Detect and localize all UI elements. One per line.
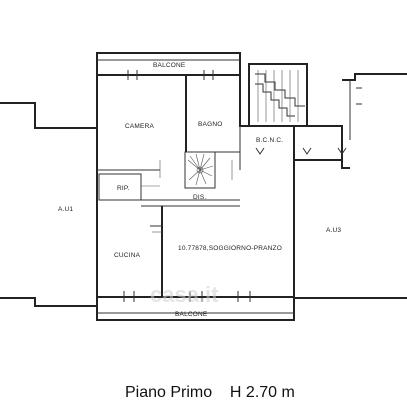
label-au3: A.U3 [326,227,341,234]
label-au1: A.U1 [58,206,73,213]
label-camera: CAMERA [125,123,154,130]
label-soggiorno: 10.77878,SOGGIORNO-PRANZO [178,245,282,252]
top-windows [127,70,214,80]
watermark-logo: casa.it [150,282,219,307]
plan-caption: Piano Primo H 2.70 m [125,384,295,401]
ripostiglio [98,173,142,201]
disimpegno-walls [141,185,240,207]
unit-au1 [0,102,97,307]
label-balcone-bottom: BALCONE [175,311,208,318]
balcony-bottom [96,296,295,321]
spiral-stair [184,151,216,189]
label-dis: DIS. [193,194,206,201]
unit-au3 [294,73,407,299]
label-bagno: BAGNO [198,121,222,128]
label-rip: RIP. [117,185,130,192]
label-balcone-top: BALCONE [153,62,186,69]
stairwell [248,63,308,127]
label-bcnc: B.C.N.C. [256,137,283,144]
cucina-walls [150,206,163,297]
bottom-windows [123,291,251,302]
label-cucina: CUCINA [114,252,141,259]
